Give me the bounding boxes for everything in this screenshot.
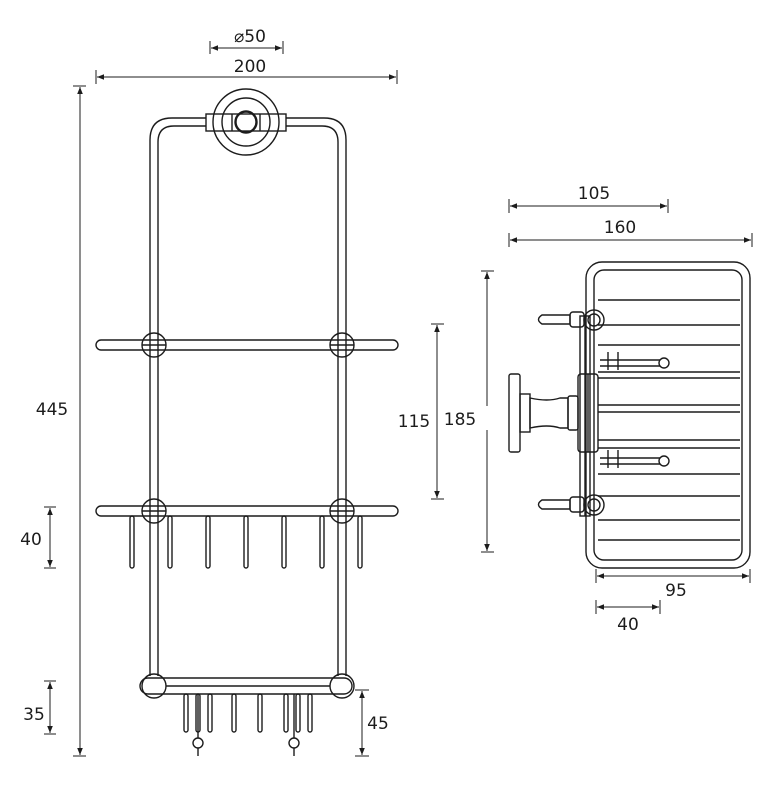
wall-mount <box>205 88 287 156</box>
dim-offset: 105 <box>508 184 669 213</box>
side-hook-lower <box>600 450 670 468</box>
dim-label-projection: 160 <box>604 218 636 238</box>
hook-right <box>288 694 300 756</box>
dim-label-width: 200 <box>234 57 266 77</box>
dim-label-height: 445 <box>36 400 68 420</box>
front-frame <box>149 117 347 676</box>
dim-label-spacing: 115 <box>398 412 430 432</box>
front-view: ⌀50 200 445 40 35 <box>20 27 399 757</box>
basket-prongs <box>129 515 363 569</box>
side-lower-bracket <box>537 494 605 516</box>
dim-label-hook-drop: 45 <box>367 714 389 734</box>
dim-label-inner-depth: 40 <box>617 615 639 635</box>
dim-projection: 160 <box>508 218 753 247</box>
side-basket <box>579 261 751 569</box>
side-wall-mount <box>508 373 599 453</box>
middle-basket <box>95 498 399 569</box>
dim-basket-depth: 40 <box>20 506 56 569</box>
side-wires <box>598 299 740 541</box>
dim-inner-depth: 40 <box>595 600 661 635</box>
dim-label-mount-diameter: ⌀50 <box>234 27 266 47</box>
dim-label-side-basket-depth: 95 <box>665 581 687 601</box>
side-upper-bracket <box>537 309 605 331</box>
dim-frame-height: 185 <box>444 270 508 553</box>
dim-label-frame-height: 185 <box>444 410 476 430</box>
dim-label-bottom-offset: 35 <box>23 705 45 725</box>
side-hook-upper <box>600 352 670 370</box>
dim-label-basket-depth: 40 <box>20 530 42 550</box>
dim-mount-diameter: ⌀50 <box>209 27 284 54</box>
dim-side-basket-depth: 95 <box>595 569 751 601</box>
dim-width: 200 <box>95 57 398 84</box>
bottom-basket <box>139 673 355 756</box>
dim-height: 445 <box>28 85 86 757</box>
dim-bottom-offset: 35 <box>23 680 56 735</box>
side-view: 105 160 185 115 95 <box>398 184 753 635</box>
dim-spacing: 115 <box>398 323 444 500</box>
bottom-prongs <box>183 693 313 733</box>
upper-shelf <box>95 332 399 358</box>
dim-label-offset: 105 <box>578 184 610 204</box>
hook-left <box>192 694 204 756</box>
dim-hook-drop: 45 <box>355 689 389 757</box>
